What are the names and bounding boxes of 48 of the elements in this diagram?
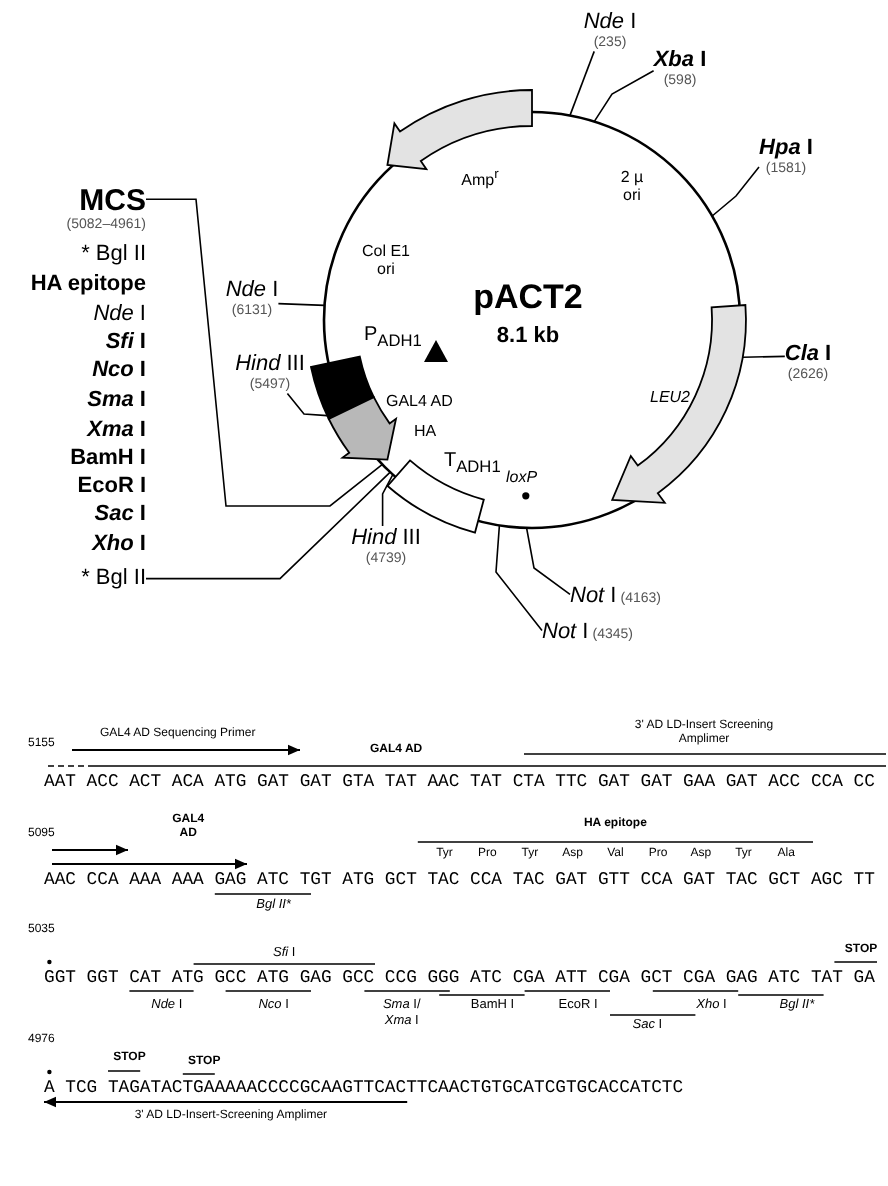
leader-line [381,473,394,527]
feature-label: Amp$^{r}$ [461,168,499,190]
sequence-text: GGT GGT CAT ATG GCC ATG GAG GCC CCG GGG ATC CGA ATT CGA GCT CGA GAG ATC TAT GA [44,970,875,988]
restriction-site-label: Nde I [583,10,637,35]
feature-label: LEU2 [650,388,690,407]
plasmid-size: 8.1 kb [496,324,560,349]
feature-label: HA [414,422,437,441]
leader-line [525,527,571,596]
leader-line [286,392,328,417]
restriction-site-label: Hind III [351,526,421,551]
region-label: MCS [79,184,146,218]
leader-line [277,302,326,307]
restriction-site-label: Hind III [235,352,305,377]
leader-line [711,166,760,217]
restriction-site-label: Hpa I [759,136,813,161]
leader-line [145,471,391,580]
restriction-site-label: Cla I [784,342,832,367]
leader-line [569,50,595,117]
restriction-site-label: * Bgl II [81,566,146,592]
restriction-site-label: Xho I [92,532,146,558]
restriction-site-label: Sfi I [105,330,146,356]
feature-label: 2 µ ori [618,168,646,205]
plasmid-name: pACT2 [473,280,583,318]
restriction-site-label: Sac I [94,502,146,528]
leader-line [593,70,655,123]
sequence-text: A TCG TAGATACTGAAAAACCCCGCAAGTTCACTTCAACTGTGCATCGTGCACCATCTC [44,1080,684,1098]
feature-label: loxP [506,468,538,487]
restriction-site-label: Nco I [92,358,146,384]
leader-line [742,355,786,358]
leader-line [495,524,543,632]
restriction-site-label: Not I [570,584,617,608]
feature-label: Col E1 ori [359,242,412,279]
restriction-site-label: BamH I [70,446,146,472]
terminator-label: T$_{ADH1}$ [444,450,501,478]
restriction-site-label: Nde I [93,302,146,328]
epitope-label: HA epitope [30,272,146,298]
restriction-site-label: Xba I [653,48,707,73]
restriction-site-label: EcoR I [77,474,146,500]
restriction-site-label: Not I [542,620,589,644]
leader-line [145,198,384,507]
restriction-site-label: Xma I [87,418,146,444]
restriction-site-label: * Bgl II [81,242,146,268]
sequence-text: AAC CCA AAA AAA GAG ATC TGT ATG GCT TAC CCA TAC GAT GTT CCA GAT TAC GCT AGC TT [44,872,875,890]
promoter-label: P$_{ADH1}$ [364,324,422,352]
restriction-site-label: Sma I [87,388,146,414]
restriction-site-label: Nde I [225,278,279,303]
sequence-text: AAT ACC ACT ACA ATG GAT GAT GTA TAT AAC TAT CTA TTC GAT GAT GAA GAT ACC CCA CC [44,774,875,792]
feature-label: GAL4 AD [386,392,453,411]
